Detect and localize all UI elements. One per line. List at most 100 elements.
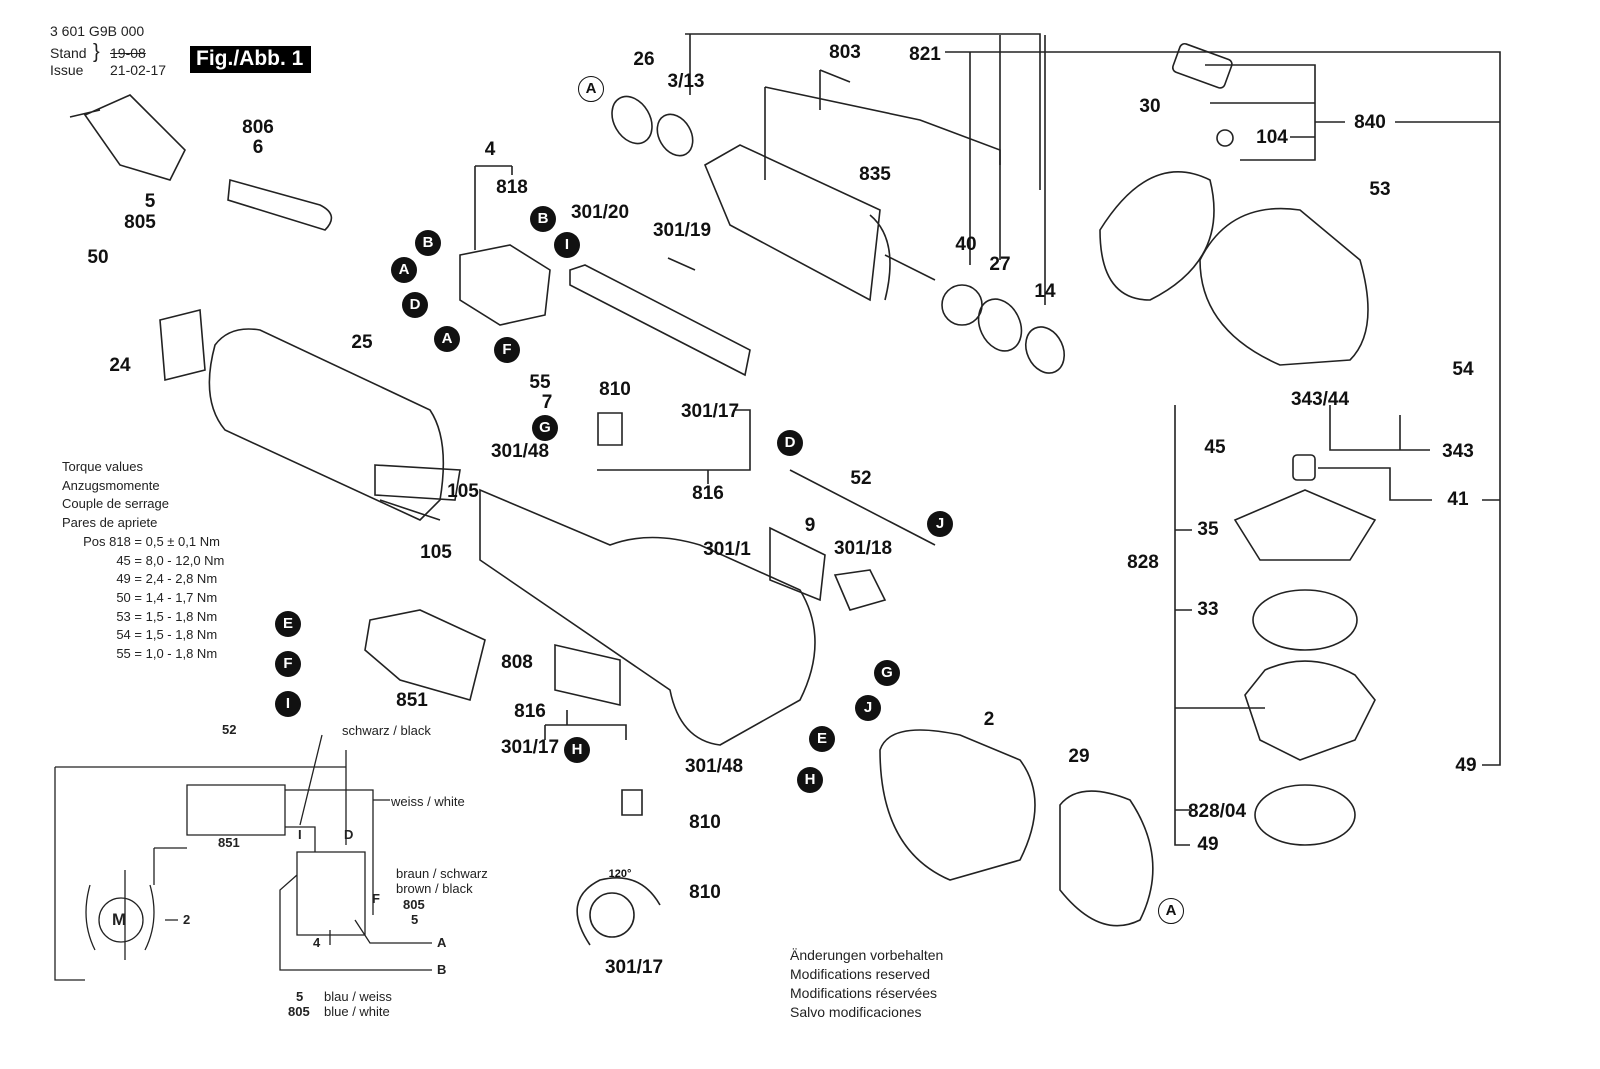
bracket-840 [1205,64,1500,161]
wire-blue-de-label: blau / weiss [324,989,392,1004]
wiring-top-5: 5 [411,912,419,927]
part-3-13 [656,113,694,157]
part-851-module [364,609,486,701]
torque-value: 8,0 - 12,0 Nm [145,552,225,568]
label-816b: 816 [514,701,546,722]
part-9-label [769,526,826,602]
label-30: 30 [1139,96,1161,117]
wiring-bottom-5: 5 [296,989,304,1004]
label-816a: 816 [692,483,724,504]
terminal-D: D [344,827,354,842]
label-301-19: 301/19 [652,220,712,241]
torque-row: 50 = 1,4 - 1,7 Nm [62,589,224,608]
part-30-guard [1099,171,1215,301]
torque-value: 0,5 ± 0,1 Nm [145,533,220,549]
bracket-816a [597,409,751,484]
wiring-label-2: 2 [183,912,191,927]
old-date: 19-08 [110,45,146,61]
torque-value: 1,5 - 1,8 Nm [145,627,218,643]
label-14: 14 [1034,281,1056,302]
torque-title-fr: Couple de serrage [62,496,169,512]
label-840: 840 [1354,112,1386,133]
connector-G-stator: G [874,660,900,686]
torque-row: 55 = 1,0 - 1,8 Nm [62,645,224,664]
label-49a: 49 [1455,755,1477,776]
wiring-bottom-805: 805 [288,1004,310,1019]
label-301-17c: 301/17 [604,957,664,978]
brace-icon: } [93,41,100,63]
label-35: 35 [1197,519,1219,540]
part-41 [1292,454,1316,481]
torque-pos: 53 = [116,608,142,624]
label-7: 7 [541,392,553,413]
label-301-17b: 301/17 [500,737,560,758]
bracket-343 [1329,405,1430,451]
torque-pos: Pos 818 = [83,533,142,549]
torque-row: 45 = 8,0 - 12,0 Nm [62,552,224,571]
label-828-04: 828/04 [1187,801,1247,822]
label-52: 52 [850,468,872,489]
label-301-48a: 301/48 [490,441,550,462]
label-50: 50 [87,247,109,268]
motor-symbol: M [112,910,127,929]
label-810b: 810 [689,812,721,833]
label-5: 5 [144,191,156,212]
connector-B-switch: B [530,206,556,232]
torque-row: 49 = 2,4 - 2,8 Nm [62,570,224,589]
label-26: 26 [633,49,655,70]
connector-F-switch: F [494,337,520,363]
part-24 [159,308,206,382]
connector-A-switch: A [434,326,460,352]
label-810a: 810 [599,379,631,400]
bracket-803 [685,33,1041,190]
part-29-baffle [1059,790,1154,927]
part-301-17-spring [589,892,635,938]
label-806: 806 [242,117,274,138]
label-803: 803 [829,42,861,63]
label-53: 53 [1369,179,1391,200]
label-818: 818 [496,177,528,198]
label-301-18: 301/18 [833,538,893,559]
bracket-821 [945,35,1501,766]
wiring-schematic [54,734,432,981]
bracket-816b [544,710,627,740]
connector-A-top: A [578,76,604,102]
label-4: 4 [484,139,496,160]
label-41: 41 [1447,489,1469,510]
connector-J-stator: J [855,695,881,721]
label-343-44: 343/44 [1290,389,1350,410]
connector-I-switch: I [554,232,580,258]
label-55: 55 [529,372,551,393]
issue-label: Issue [50,62,84,78]
part-33-oring [1252,589,1358,651]
label-808: 808 [501,652,533,673]
note-fr: Modifications réservées [790,985,938,1001]
connector-D-wire: D [777,430,803,456]
terminal-F: F [372,891,380,906]
label-33: 33 [1197,599,1219,620]
wire-blue-en-label: blue / white [324,1004,390,1019]
part-104 [1216,129,1234,147]
connector-B-cord: B [415,230,441,256]
label-2: 2 [983,709,995,730]
connector-G-brush: G [532,415,558,441]
connector-E-module: E [275,611,301,637]
gear-housing [1199,207,1369,366]
part-840-button [1171,42,1233,89]
label-29: 29 [1068,746,1090,767]
part-35-gasket [1233,489,1377,561]
label-104: 104 [1256,127,1288,148]
part-5-plug [69,94,186,181]
label-301-20: 301/20 [570,202,630,223]
label-27: 27 [989,254,1011,275]
label-40: 40 [955,234,977,255]
wire-black-label: schwarz / black [342,723,431,738]
output-A: A [437,935,447,950]
part-105 [374,464,461,521]
output-B: B [437,962,447,977]
part-301-17-arc [576,876,661,946]
label-301-17a: 301/17 [680,401,740,422]
torque-pos: 50 = [116,589,142,605]
